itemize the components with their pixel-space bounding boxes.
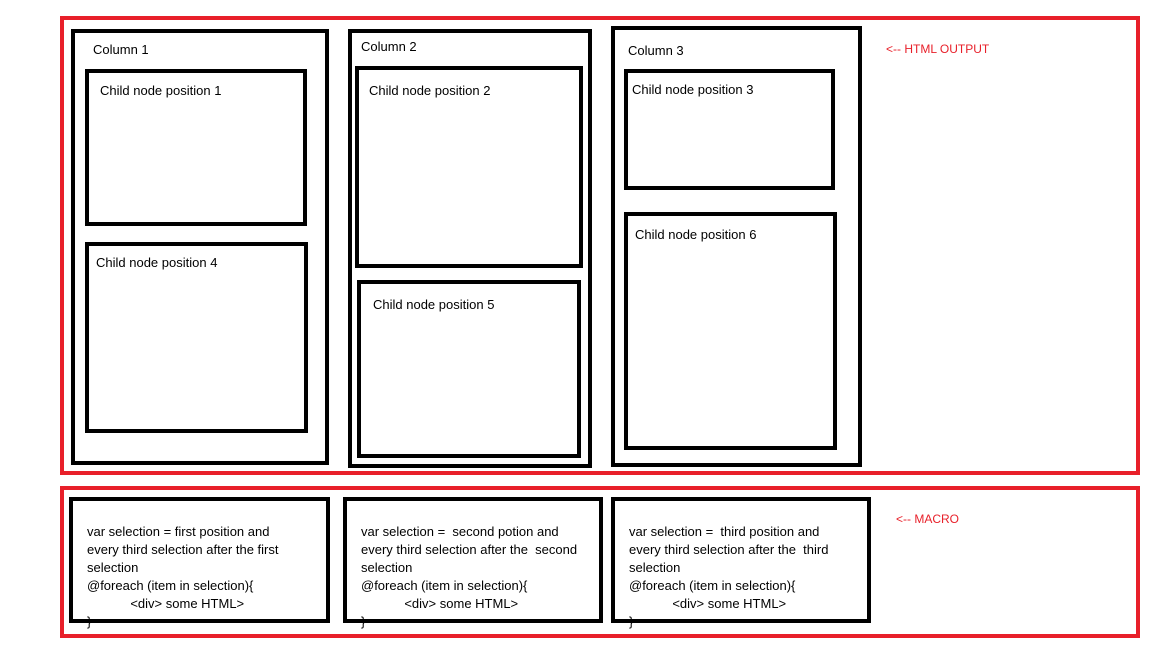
child-node-5: [357, 280, 581, 458]
code-line: var selection = third position and: [629, 524, 820, 539]
code-line: every third selection after the third: [629, 542, 829, 557]
code-line: <div> some HTML>: [87, 596, 245, 611]
child-node-1: [85, 69, 307, 226]
child-node-6-label: Child node position 6: [635, 227, 757, 242]
child-node-1-label: Child node position 1: [100, 83, 222, 98]
child-node-2-label: Child node position 2: [369, 83, 491, 98]
code-line: @foreach (item in selection){: [361, 578, 528, 593]
code-line: }: [87, 614, 92, 629]
code-line: @foreach (item in selection){: [87, 578, 254, 593]
code-line: every third selection after the second: [361, 542, 578, 557]
child-node-5-label: Child node position 5: [373, 297, 495, 312]
child-node-4-label: Child node position 4: [96, 255, 218, 270]
html-output-frame: [60, 16, 1140, 475]
code-line: selection: [361, 560, 413, 575]
child-node-4: [85, 242, 308, 433]
column-2-title: Column 2: [361, 39, 417, 54]
macro-block-3-code: var selection = third position and every …: [629, 505, 828, 631]
child-node-3-label: Child node position 3: [632, 82, 754, 97]
code-line: selection: [87, 560, 139, 575]
code-line: @foreach (item in selection){: [629, 578, 796, 593]
code-line: var selection = second potion and: [361, 524, 559, 539]
macro-block-1-code: var selection = first position and every …: [87, 505, 278, 631]
child-node-3: [624, 69, 835, 190]
macro-block-2: [343, 497, 603, 623]
column-1-title: Column 1: [93, 42, 149, 57]
code-line: <div> some HTML>: [629, 596, 787, 611]
code-line: }: [629, 614, 634, 629]
code-line: every third selection after the first: [87, 542, 279, 557]
macro-block-1: [69, 497, 330, 623]
child-node-6: [624, 212, 837, 450]
code-line: selection: [629, 560, 681, 575]
macro-block-3: [611, 497, 871, 623]
child-node-2: [355, 66, 583, 268]
code-line: var selection = first position and: [87, 524, 270, 539]
html-output-annotation: <-- HTML OUTPUT: [886, 42, 990, 56]
macro-annotation: <-- MACRO: [896, 512, 959, 526]
code-line: <div> some HTML>: [361, 596, 519, 611]
macro-block-2-code: var selection = second potion and every t…: [361, 505, 577, 631]
macro-frame: [60, 486, 1140, 638]
code-line: }: [361, 614, 366, 629]
column-3-title: Column 3: [628, 43, 684, 58]
